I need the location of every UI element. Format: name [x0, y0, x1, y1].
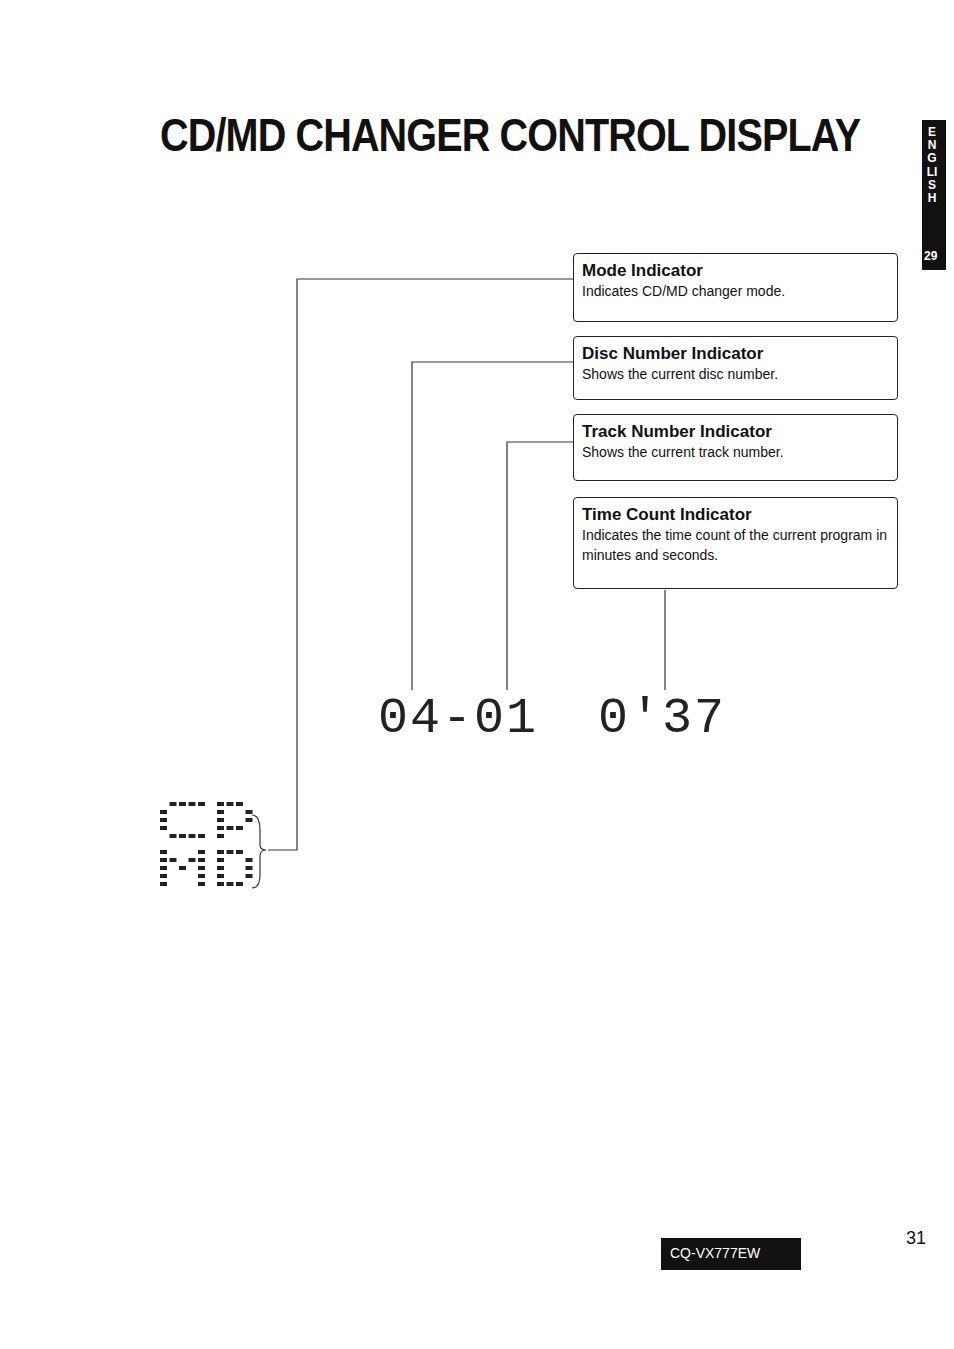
matrix-dot	[198, 874, 205, 878]
box-body: Indicates the time count of the current …	[582, 525, 889, 565]
box-body: Shows the current track number.	[582, 442, 889, 462]
box-body: Indicates CD/MD changer mode.	[582, 281, 889, 301]
matrix-dot	[236, 882, 243, 886]
matrix-dot	[189, 858, 196, 862]
page-title: CD/MD CHANGER CONTROL DISPLAY	[160, 108, 860, 162]
matrix-dot	[246, 818, 253, 822]
matrix-dot	[170, 858, 177, 862]
matrix-dot	[217, 818, 224, 822]
matrix-dot	[179, 866, 186, 870]
matrix-dot	[236, 826, 243, 830]
matrix-dot	[160, 874, 167, 878]
matrix-dot	[160, 866, 167, 870]
matrix-dot	[198, 866, 205, 870]
matrix-dot	[170, 834, 177, 838]
matrix-dot	[246, 858, 253, 862]
box-heading: Track Number Indicator	[582, 421, 889, 442]
model-number: CQ-VX777EW	[670, 1245, 760, 1261]
time-readout: 0'37	[598, 694, 726, 744]
leader-line	[268, 279, 573, 850]
matrix-dot	[236, 802, 243, 806]
matrix-dot	[246, 810, 253, 814]
matrix-dot	[246, 866, 253, 870]
matrix-dot	[217, 850, 224, 854]
matrix-dot	[198, 850, 205, 854]
matrix-dot	[217, 866, 224, 870]
leader-line	[412, 362, 573, 690]
matrix-dot	[160, 858, 167, 862]
indicator-box: Mode IndicatorIndicates CD/MD changer mo…	[573, 253, 898, 322]
matrix-dot	[227, 802, 234, 806]
matrix-dot	[217, 802, 224, 806]
language-tab-text: ENGLISH	[926, 126, 938, 205]
matrix-dot	[236, 850, 243, 854]
matrix-dot	[160, 850, 167, 854]
bracket	[252, 815, 266, 888]
matrix-dot	[217, 874, 224, 878]
matrix-dot	[170, 802, 177, 806]
box-heading: Mode Indicator	[582, 260, 889, 281]
matrix-dot	[160, 882, 167, 886]
box-body: Shows the current disc number.	[582, 364, 889, 384]
matrix-dot	[179, 802, 186, 806]
box-heading: Disc Number Indicator	[582, 343, 889, 364]
matrix-dot	[160, 818, 167, 822]
matrix-dot	[217, 810, 224, 814]
matrix-dot	[189, 834, 196, 838]
box-heading: Time Count Indicator	[582, 504, 889, 525]
matrix-dot	[217, 826, 224, 830]
matrix-dot	[160, 826, 167, 830]
matrix-dot	[198, 882, 205, 886]
matrix-dot	[246, 874, 253, 878]
matrix-dot	[198, 834, 205, 838]
matrix-dot	[217, 834, 224, 838]
matrix-dot	[198, 802, 205, 806]
indicator-box: Track Number IndicatorShows the current …	[573, 414, 898, 481]
tab-page-number: 29	[924, 249, 937, 263]
mode-icon	[160, 802, 253, 886]
matrix-dot	[227, 882, 234, 886]
matrix-dot	[160, 810, 167, 814]
leader-line	[664, 590, 665, 690]
indicator-box: Disc Number IndicatorShows the current d…	[573, 336, 898, 400]
matrix-dot	[217, 882, 224, 886]
matrix-dot	[189, 802, 196, 806]
matrix-dot	[179, 834, 186, 838]
leader-line	[507, 442, 573, 690]
page-number: 31	[906, 1228, 926, 1249]
indicator-box: Time Count IndicatorIndicates the time c…	[573, 497, 898, 589]
disc-track-readout: 04-01	[378, 694, 538, 744]
matrix-dot	[198, 858, 205, 862]
matrix-dot	[227, 850, 234, 854]
matrix-dot	[227, 826, 234, 830]
matrix-dot	[217, 858, 224, 862]
